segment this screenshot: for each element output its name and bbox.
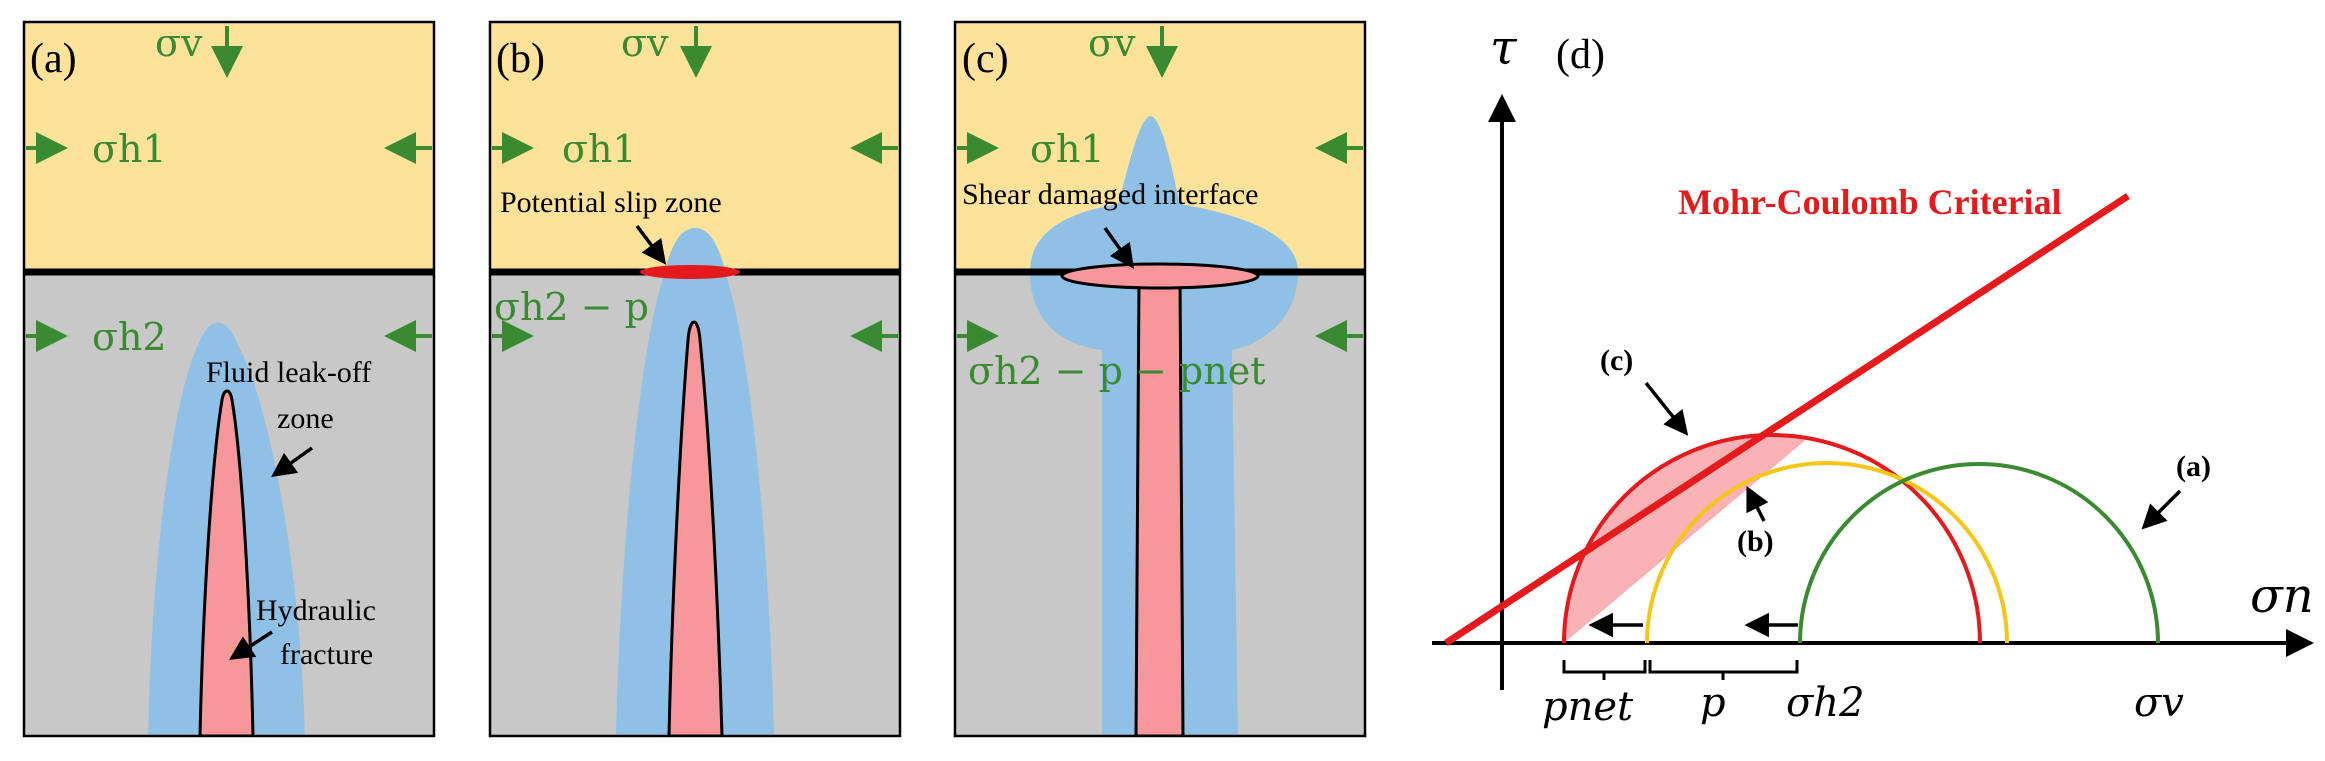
damage-pointer [1103, 226, 1135, 269]
mohr-circle-a [1798, 462, 2160, 644]
tick-pnet: pnet [1542, 684, 1634, 730]
circle-a-pointer [2141, 489, 2182, 530]
circle-c-pointer [1644, 381, 1689, 436]
fracture-pointer [229, 630, 273, 660]
pnet-brace [1562, 660, 1647, 680]
leakoff-label-line1: Fluid leak-off [206, 356, 371, 389]
panel-frame [22, 20, 436, 738]
stress-v-label: σv [621, 21, 669, 65]
panel-frame [488, 20, 902, 738]
leakoff-pointer [271, 446, 314, 478]
criterion-label: Mohr-Coulomb Criterial [1678, 182, 2062, 222]
tick-sigma-v: σv [2134, 680, 2184, 726]
stress-h1-label: σh1 [562, 127, 637, 171]
panel-d: τ (d) σn Mohr-Coulomb Criterial (c) (b) … [1432, 20, 2314, 730]
panel-c: (c) σv σh1 Shear damaged interface σh2 −… [953, 20, 1367, 738]
stress-v-label: σv [155, 21, 203, 65]
slip-zone [640, 265, 740, 279]
damage-label: Shear damaged interface [962, 178, 1259, 211]
tau-axis-label: τ [1490, 20, 1518, 76]
circle-b-label: (b) [1737, 525, 1774, 558]
slip-zone-label: Potential slip zone [500, 186, 722, 219]
hydraulic-fracture [1134, 276, 1185, 736]
stress-h2-label: σh2 [92, 315, 167, 359]
stress-h2-label: σh2 − p [494, 285, 649, 329]
circle-b-pointer [1746, 485, 1769, 522]
circle-a-label: (a) [2176, 450, 2211, 483]
panel-a: (a) σv σh1 σh2 Fluid leak-off zone Hydra… [22, 20, 436, 738]
mohr-coulomb-line [1444, 193, 2130, 646]
panel-frame [953, 20, 1367, 738]
panel-tag: (c) [962, 36, 1009, 82]
hydraulic-fracture [667, 320, 724, 736]
stress-h2-label: σh2 − p − pnet [968, 349, 1265, 393]
mohr-circle-b [1645, 461, 2009, 644]
fracture-label-line2: fracture [280, 638, 373, 671]
p-brace [1648, 660, 1799, 680]
leakoff-label-line2: zone [277, 402, 334, 435]
slip-zone-pointer [635, 224, 667, 265]
tick-p: p [1700, 680, 1726, 726]
sigma-n-axis-label: σn [2250, 568, 2314, 624]
stress-v-label: σv [1088, 21, 1136, 65]
damaged-interface [1060, 262, 1260, 290]
panel-tag: (a) [30, 36, 77, 82]
panel-tag: (b) [496, 36, 545, 82]
panel-tag: (d) [1556, 32, 1605, 78]
stress-h1-label: σh1 [1030, 127, 1105, 171]
panel-b: (b) σv σh1 Potential slip zone σh2 − p [488, 20, 902, 738]
stress-h1-label: σh1 [92, 127, 167, 171]
tick-sigma-h2: σh2 [1786, 680, 1865, 726]
circle-c-label: (c) [1600, 344, 1633, 377]
fracture-label-line1: Hydraulic [256, 594, 376, 627]
